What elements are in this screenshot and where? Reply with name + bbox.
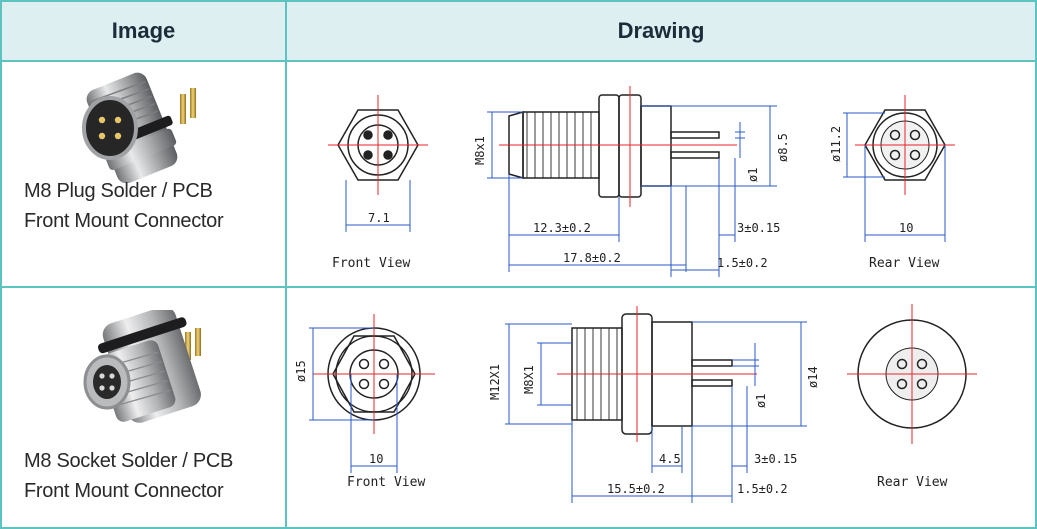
drawing-column-header: Drawing bbox=[285, 0, 1037, 62]
plug-front-view bbox=[328, 95, 428, 232]
plug-row: M8 Plug Solder / PCB Front Mount Connect… bbox=[0, 60, 1037, 288]
plug-image-cell: M8 Plug Solder / PCB Front Mount Connect… bbox=[0, 60, 287, 288]
socket-name-line2: Front Mount Connector bbox=[24, 480, 224, 502]
socket-pin-dia-dim: ø1 bbox=[754, 394, 768, 408]
socket-inner-thread-dim: M8X1 bbox=[522, 365, 536, 394]
socket-rear-view bbox=[847, 304, 977, 444]
m8-socket-connector-photo bbox=[83, 310, 201, 423]
socket-technical-drawing: ø15 10 Front View bbox=[294, 304, 977, 503]
socket-front-width-dim: 10 bbox=[369, 452, 383, 466]
plug-len1-dim: 12.3±0.2 bbox=[533, 221, 591, 235]
socket-image-cell: M8 Socket Solder / PCB Front Mount Conne… bbox=[0, 286, 287, 529]
plug-front-caption: Front View bbox=[332, 256, 410, 271]
socket-body-dia-dim: ø14 bbox=[806, 366, 820, 388]
plug-rear-view bbox=[843, 95, 955, 242]
socket-total-len-dim: 15.5±0.2 bbox=[607, 482, 665, 496]
image-column-header: Image bbox=[0, 0, 287, 62]
m8-plug-connector-photo bbox=[82, 72, 196, 183]
plug-technical-drawing: 7.1 Front View bbox=[328, 86, 955, 277]
socket-row: M8 Socket Solder / PCB Front Mount Conne… bbox=[0, 286, 1037, 529]
plug-body-dia-dim: ø8.5 bbox=[776, 133, 790, 162]
plug-pin-len-dim: 3±0.15 bbox=[737, 221, 780, 235]
socket-front-dia-dim: ø15 bbox=[294, 360, 308, 382]
plug-thread-dim: M8x1 bbox=[473, 136, 487, 165]
socket-outer-thread-dim: M12X1 bbox=[488, 364, 502, 400]
plug-rear-width-dim: 10 bbox=[899, 221, 913, 235]
header-row: Image Drawing bbox=[0, 0, 1037, 62]
socket-name-line1: M8 Socket Solder / PCB bbox=[24, 450, 234, 472]
plug-rear-dia-dim: ø11.2 bbox=[829, 126, 843, 162]
socket-front-view bbox=[309, 314, 435, 473]
socket-rear-caption: Rear View bbox=[877, 475, 948, 490]
plug-total-len-dim: 17.8±0.2 bbox=[563, 251, 621, 265]
socket-front-caption: Front View bbox=[347, 475, 425, 490]
socket-pin-gap-dim: 1.5±0.2 bbox=[737, 482, 788, 496]
plug-name-line2: Front Mount Connector bbox=[24, 210, 224, 232]
plug-pin-dia-dim: ø1 bbox=[746, 168, 760, 182]
plug-side-view bbox=[487, 86, 777, 277]
socket-drawing-cell: ø15 10 Front View bbox=[285, 286, 1037, 529]
socket-side-view bbox=[505, 306, 807, 503]
socket-pin-len-dim: 3±0.15 bbox=[754, 452, 797, 466]
plug-pin-gap-dim: 1.5±0.2 bbox=[717, 256, 768, 270]
plug-drawing-cell: 7.1 Front View bbox=[285, 60, 1037, 288]
plug-name-line1: M8 Plug Solder / PCB bbox=[24, 180, 213, 202]
socket-len1-dim: 4.5 bbox=[659, 452, 681, 466]
plug-rear-caption: Rear View bbox=[869, 256, 940, 271]
plug-front-dim: 7.1 bbox=[368, 211, 390, 225]
